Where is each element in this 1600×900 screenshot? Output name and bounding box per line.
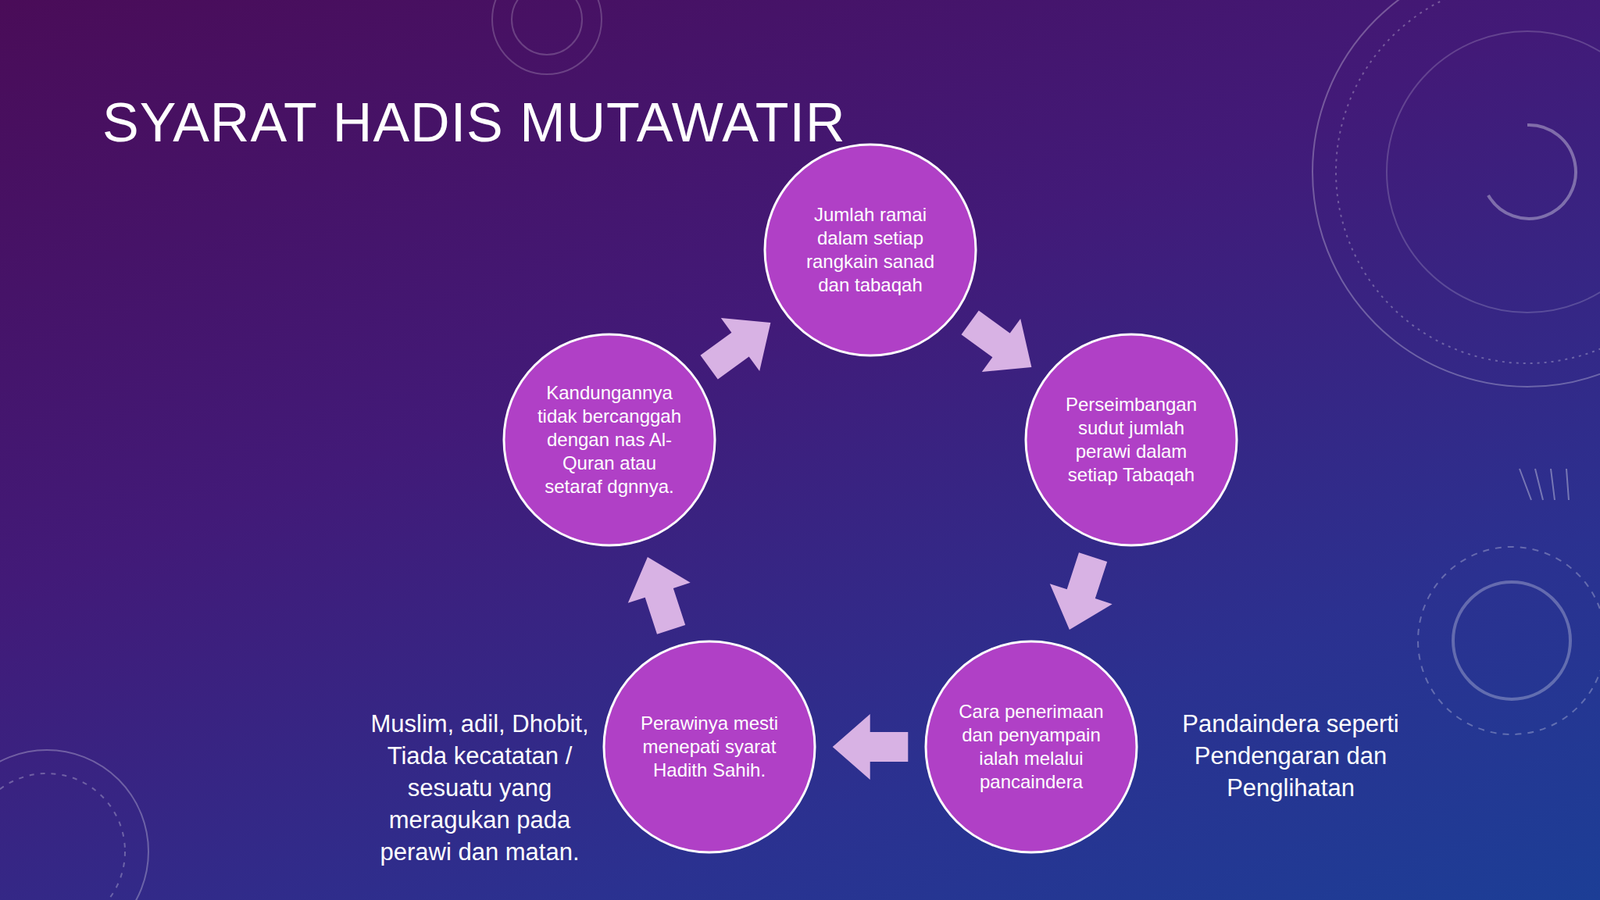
circle-shape: [603, 641, 815, 853]
deco-ring: [1453, 582, 1571, 700]
circle-shape: [925, 641, 1137, 853]
deco-ring: [1312, 0, 1600, 387]
deco-ticks: [1519, 468, 1569, 500]
circle-outline: [763, 142, 978, 358]
condition-circle: Perawinya mesti menepati syarat Hadith S…: [602, 639, 817, 854]
circle-shape: [764, 144, 976, 356]
deco-ring: [511, 0, 583, 55]
circle-text-wrap: Perseimbangan sudut jumlah perawi dalam …: [1024, 332, 1239, 547]
deco-ring: [1386, 31, 1600, 313]
slide-title: SYARAT HADIS MUTAWATIR: [102, 95, 846, 150]
condition-circle: Perseimbangan sudut jumlah perawi dalam …: [1024, 332, 1239, 547]
note-label: Pandaindera seperti Pendengaran dan Peng…: [1169, 707, 1412, 804]
circle-text: Jumlah ramai dalam setiap rangkain sanad…: [796, 203, 945, 297]
circle-outline: [924, 639, 1139, 854]
circle-text: Perawinya mesti menepati syarat Hadith S…: [635, 711, 784, 783]
condition-circle: Cara penerimaan dan penyampain ialah mel…: [924, 639, 1139, 854]
condition-circle: Jumlah ramai dalam setiap rangkain sanad…: [763, 142, 978, 358]
block-arrow: [832, 714, 909, 780]
deco-ring: [1335, 0, 1600, 364]
circle-text-wrap: Jumlah ramai dalam setiap rangkain sanad…: [763, 142, 978, 358]
deco-ring: [0, 773, 125, 900]
block-arrow: [700, 317, 772, 379]
block-arrow: [961, 310, 1033, 372]
deco-ring: [492, 0, 602, 75]
circle-text-wrap: Kandungannya tidak bercanggah dengan nas…: [502, 332, 717, 547]
circle-text: Perseimbangan sudut jumlah perawi dalam …: [1057, 392, 1206, 487]
block-arrow: [1050, 552, 1113, 630]
circle-outline: [1024, 332, 1239, 547]
circle-text: Cara penerimaan dan penyampain ialah mel…: [957, 700, 1106, 794]
deco-arc: [1488, 125, 1576, 219]
block-arrow: [628, 557, 691, 635]
note-label: Muslim, adil, Dhobit, Tiada kecatatan / …: [358, 707, 601, 868]
condition-circle: Kandungannya tidak bercanggah dengan nas…: [502, 332, 717, 547]
circle-text-wrap: Cara penerimaan dan penyampain ialah mel…: [924, 639, 1139, 854]
circle-text: Kandungannya tidak bercanggah dengan nas…: [535, 381, 684, 499]
deco-ring: [0, 750, 149, 900]
circle-text-wrap: Perawinya mesti menepati syarat Hadith S…: [602, 639, 817, 854]
circle-shape: [503, 334, 715, 546]
circle-shape: [1025, 334, 1237, 546]
deco-ring: [1417, 546, 1600, 735]
